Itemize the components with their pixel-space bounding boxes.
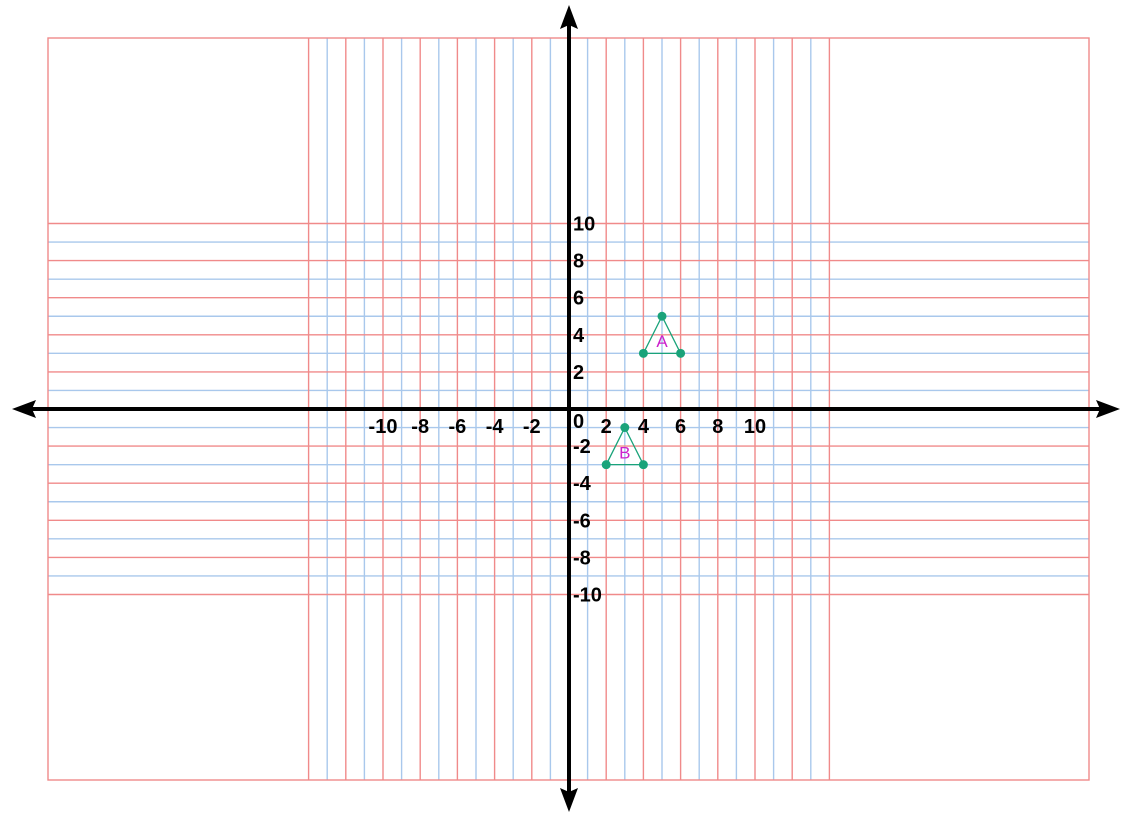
x-tick-label: 10 xyxy=(744,416,766,438)
y-axis-arrow-up xyxy=(560,5,578,29)
x-tick-label: 4 xyxy=(638,416,650,438)
triangle-edges xyxy=(605,426,645,466)
triangle-a: A xyxy=(638,311,686,358)
axes xyxy=(12,5,1120,812)
x-tick-label: 8 xyxy=(712,416,723,438)
x-tick-label: 2 xyxy=(601,416,612,438)
x-tick-label: -10 xyxy=(369,416,398,438)
vertex-point xyxy=(601,460,611,470)
x-tick-label: 6 xyxy=(675,416,686,438)
y-tick-label: -2 xyxy=(573,436,591,458)
triangle-edges xyxy=(642,314,682,355)
y-tick-label: -4 xyxy=(573,473,592,495)
x-tick-label: -8 xyxy=(411,416,429,438)
vertex-point xyxy=(676,348,686,358)
y-tick-label: 10 xyxy=(573,214,595,236)
x-axis-arrow-left xyxy=(12,400,36,418)
tick-labels: -10 -8 -6 -4 -2 2 4 6 8 10 10 8 6 4 2 -2 -4 -6 -8 -10 0 xyxy=(369,214,767,607)
vertex-point xyxy=(638,460,648,470)
y-tick-label: 2 xyxy=(573,362,584,384)
y-axis-arrow-down xyxy=(560,788,578,812)
y-tick-label: 6 xyxy=(573,288,584,310)
triangle-label: B xyxy=(619,443,630,462)
x-tick-label: -6 xyxy=(449,416,467,438)
y-tick-label: -10 xyxy=(573,585,602,607)
triangles: AB xyxy=(601,311,686,470)
x-tick-label: -4 xyxy=(486,416,505,438)
vertex-point xyxy=(620,423,630,433)
x-axis-arrow-right xyxy=(1096,400,1120,418)
vertex-point xyxy=(638,348,648,358)
y-tick-label: -8 xyxy=(573,547,591,569)
origin-label: 0 xyxy=(573,411,584,433)
x-tick-label: -2 xyxy=(523,416,541,438)
y-tick-label: -6 xyxy=(573,510,591,532)
y-tick-label: 8 xyxy=(573,251,584,273)
vertex-point xyxy=(657,311,667,321)
triangle-b: B xyxy=(601,423,648,470)
y-tick-label: 4 xyxy=(573,325,585,347)
triangle-label: A xyxy=(656,332,668,351)
